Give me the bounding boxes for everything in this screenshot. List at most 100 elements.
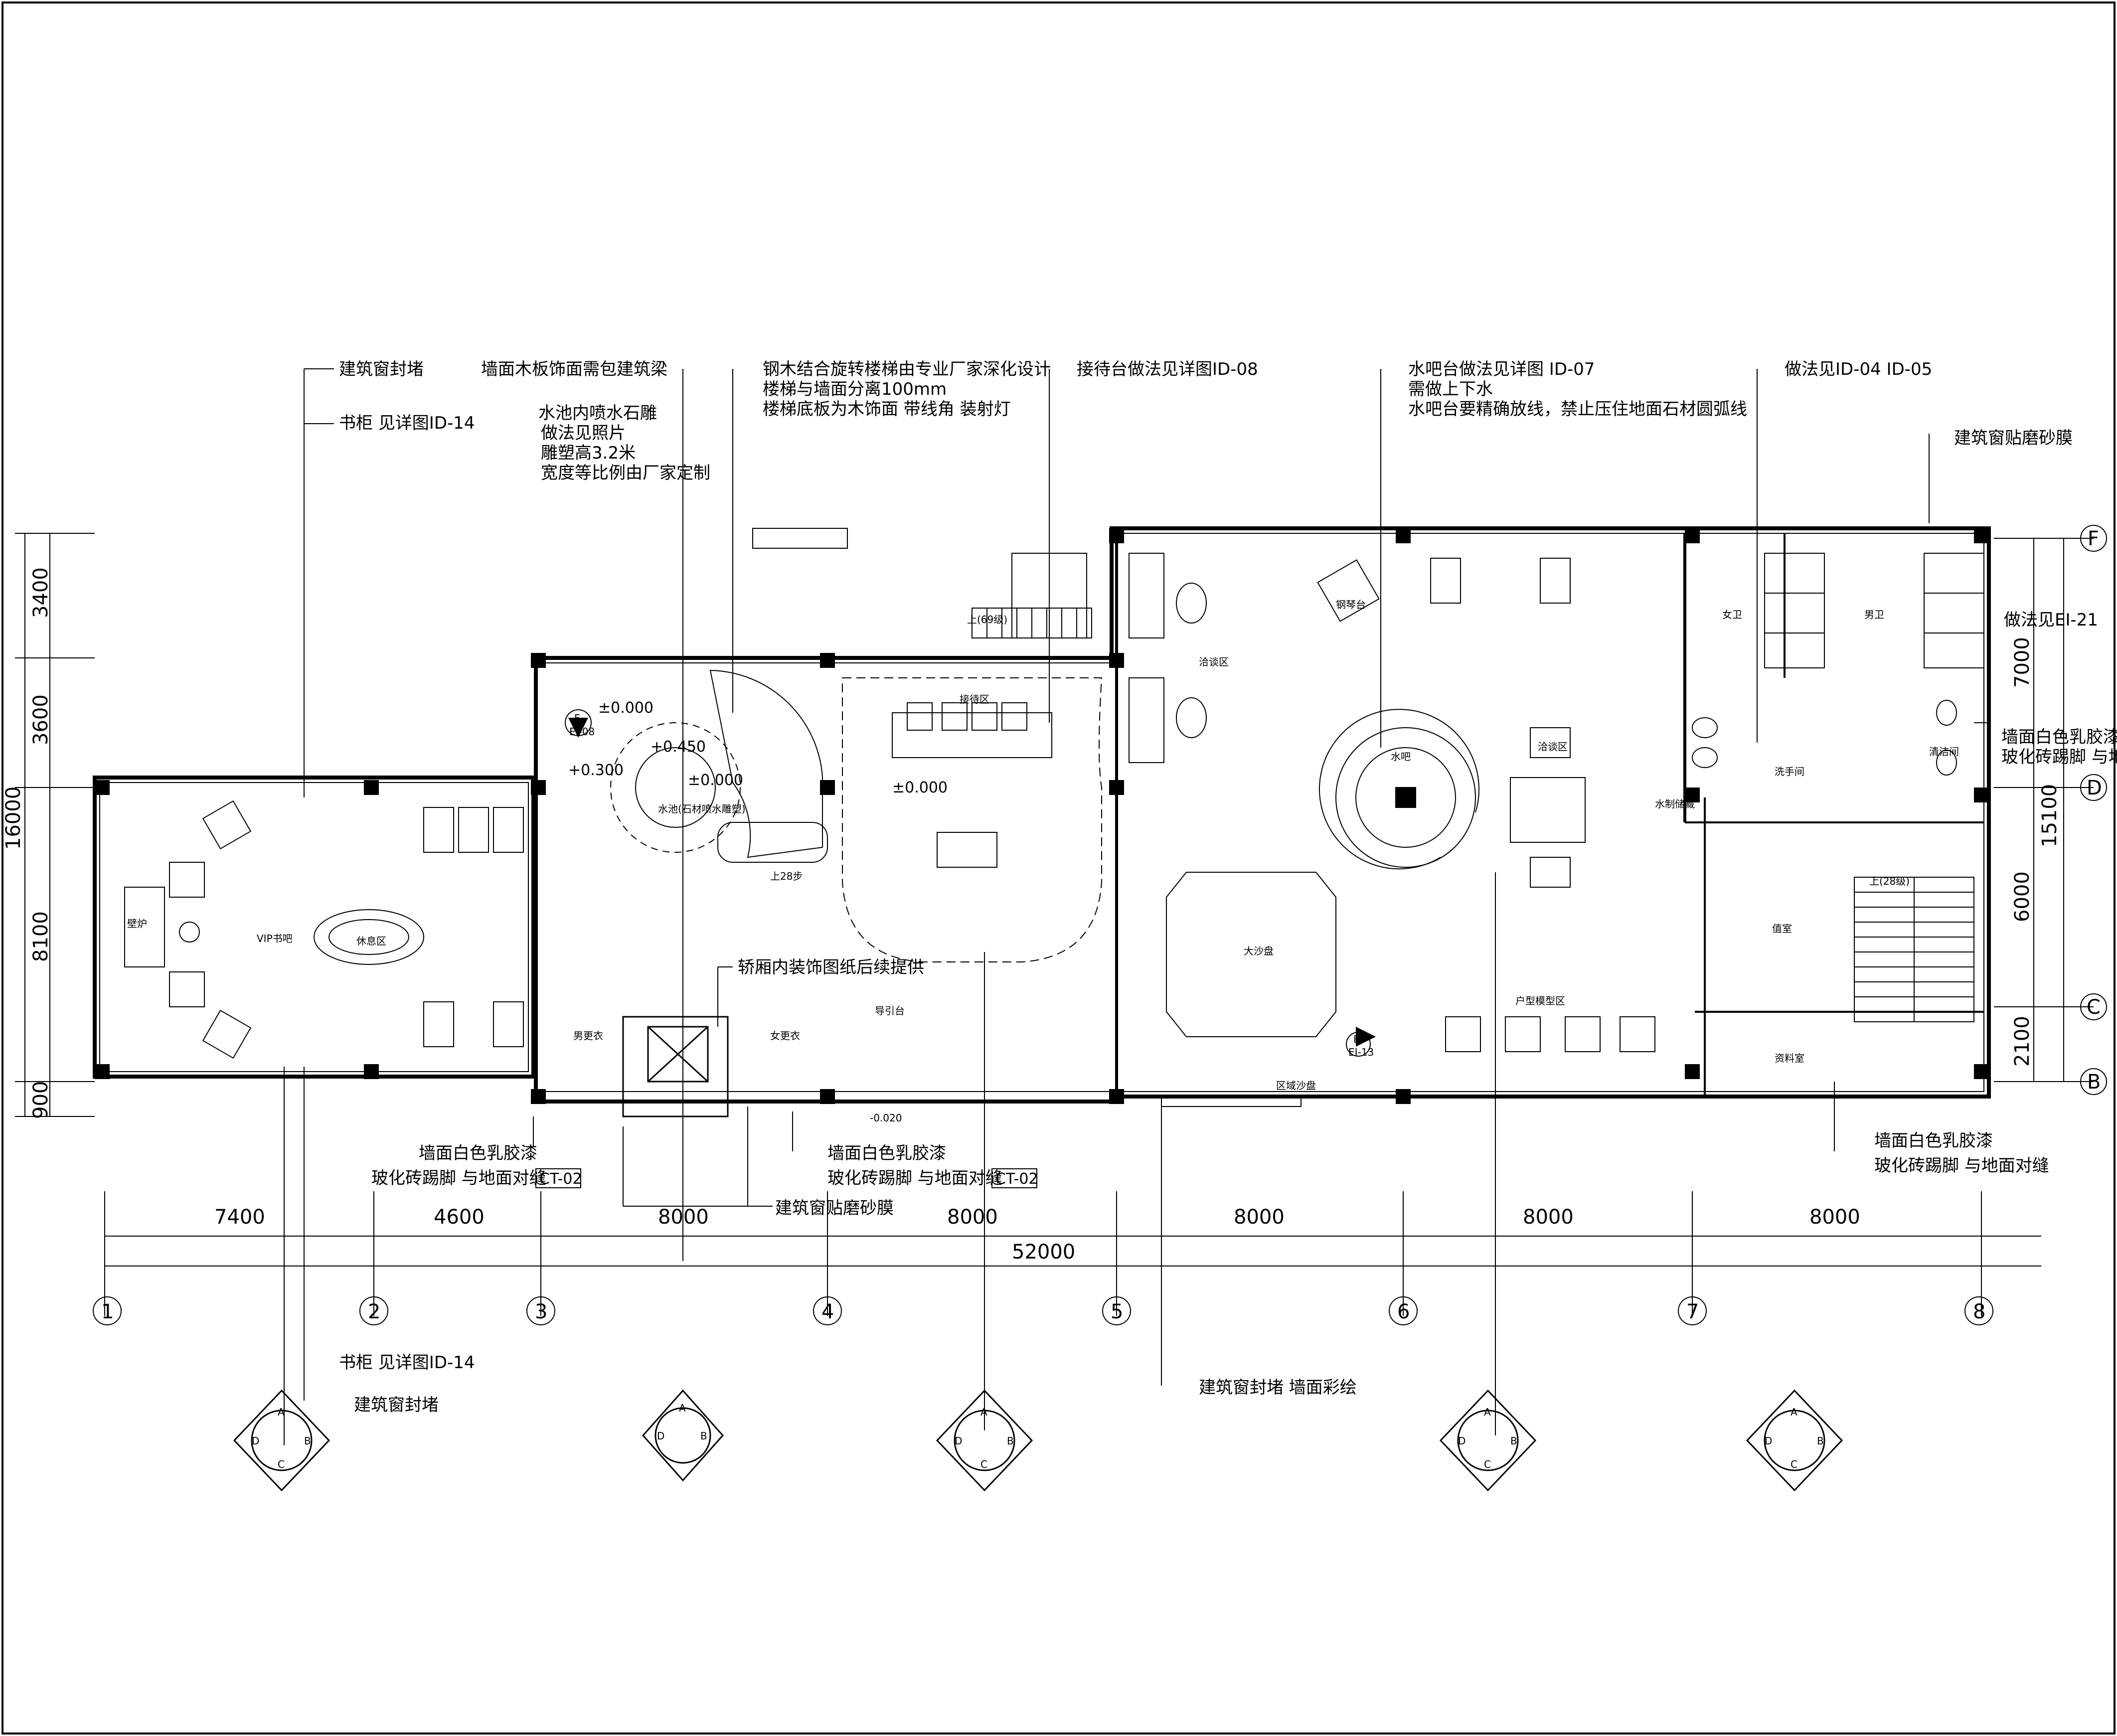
- level-mark: ±0.000: [892, 779, 948, 796]
- note-ei21: 做法见EI-21: [2004, 610, 2098, 630]
- elevator: [622, 1016, 729, 1117]
- symbol-letter: B: [700, 1430, 707, 1442]
- dim-right-part: 6000: [2011, 871, 2034, 922]
- level-mark: ±0.000: [688, 772, 743, 789]
- vip-furniture: [124, 800, 524, 1059]
- room-label: 女卫: [1722, 609, 1742, 621]
- symbol-letter: C: [278, 1458, 285, 1470]
- note-elevator-cab: 轿厢内装饰图纸后续提供: [738, 957, 924, 977]
- section-markers: F EI-08 B EI-13: [565, 709, 1376, 1058]
- axis-col-label: 2: [368, 1300, 380, 1323]
- symbol-letter: D: [1765, 1435, 1772, 1447]
- note-restroom-detail: 做法见ID-04 ID-05: [1785, 359, 1932, 379]
- symbol-letter: B: [1007, 1435, 1014, 1447]
- dim-left-part: 8100: [29, 911, 52, 962]
- axis-col-label: 5: [1111, 1300, 1123, 1323]
- note-stair-1: 钢木结合旋转楼梯由专业厂家深化设计: [763, 359, 1051, 379]
- spiral-stair: [610, 669, 828, 863]
- note-bar-2: 需做上下水: [1408, 379, 1493, 399]
- room-label: 区域沙盘: [1276, 1080, 1316, 1092]
- annotation-texts: 建筑窗封堵 书柜 见详图ID-14 墙面木板饰面需包建筑梁 水池内喷水石雕 做法…: [339, 359, 2117, 1415]
- axis-row-label: D: [2087, 777, 2102, 799]
- symbol-letter: D: [252, 1435, 259, 1447]
- note-fountain-1: 水池内喷水石雕: [538, 403, 657, 423]
- room-label: 洗手间: [1775, 766, 1804, 778]
- dim-span-3: 8000: [658, 1206, 709, 1229]
- axis-row-label: C: [2087, 996, 2101, 1019]
- note-fountain-4: 宽度等比例由厂家定制: [541, 463, 710, 483]
- dim-total: 52000: [1012, 1241, 1075, 1263]
- marker-code: EI-08: [569, 726, 595, 738]
- restroom-stairs: [972, 553, 1984, 1022]
- room-label: 上(69级): [967, 614, 1007, 626]
- room-labels: VIP书吧 休息区 水池(石材喷水雕塑) 接待区 洽谈区 钢琴台 水吧 洽谈区 …: [127, 599, 1959, 1092]
- axis-col-label: 8: [1973, 1300, 1985, 1323]
- marker-triangle: [568, 718, 588, 738]
- axis-col-label: 7: [1686, 1300, 1699, 1323]
- room-label: 钢琴台: [1336, 599, 1366, 611]
- tag-ct02-mid: CT-02: [995, 1170, 1038, 1188]
- symbol-letter: C: [1791, 1458, 1797, 1470]
- ct-tags: [535, 1168, 1037, 1188]
- axis-row-label: B: [2087, 1071, 2101, 1094]
- note-window-seal-mural: 建筑窗封堵 墙面彩绘: [1199, 1378, 1357, 1398]
- room-label: 水制储藏: [1655, 798, 1695, 810]
- dim-left-part: 3400: [29, 567, 52, 618]
- symbol-letter: A: [679, 1402, 686, 1414]
- axis-labels: 1 2 3 4 5 6 7 8 F D C B: [101, 527, 2102, 1323]
- note-wood-wall: 墙面木板饰面需包建筑梁: [481, 359, 667, 379]
- note-window-seal-bottom: 建筑窗封堵: [354, 1395, 439, 1415]
- level-mark: +0.300: [568, 762, 624, 779]
- room-label: 水池(石材喷水雕塑): [658, 803, 746, 815]
- symbol-letter: B: [1510, 1435, 1517, 1447]
- room-label: 男卫: [1864, 609, 1884, 621]
- symbol-letter: D: [955, 1435, 962, 1447]
- elevation-symbols: [233, 1389, 1843, 1492]
- room-label: VIP书吧: [257, 933, 293, 945]
- symbol-letter: A: [278, 1406, 285, 1418]
- symbol-letter: C: [1484, 1458, 1491, 1470]
- dimension-lines: [15, 533, 2094, 1316]
- dimension-texts: 7400 4600 8000 8000 8000 8000 8000 52000…: [2, 567, 2061, 1263]
- room-label: 户型模型区: [1515, 995, 1565, 1007]
- axis-col-label: 4: [821, 1300, 834, 1323]
- dim-span-5: 8000: [1234, 1206, 1285, 1229]
- room-label: 上(28级): [1869, 875, 1910, 887]
- building-outline: [93, 526, 1991, 1104]
- note-wall-paint-br: 墙面白色乳胶漆: [1874, 1131, 1993, 1151]
- symbol-letter: C: [980, 1458, 987, 1470]
- level-mark: +0.450: [651, 738, 706, 756]
- marker-letter: F: [574, 712, 580, 724]
- room-label: 上28步: [770, 870, 803, 882]
- leader-lines: [284, 368, 1989, 1445]
- symbol-letter: A: [980, 1406, 987, 1418]
- room-label: 壁炉: [127, 918, 147, 930]
- room-label: 资料室: [1775, 1052, 1804, 1064]
- note-wall-paint-right: 墙面白色乳胶漆: [2001, 727, 2117, 747]
- marker-triangle: [1356, 1027, 1376, 1047]
- note-bookcase-top: 书柜 见详图ID-14: [339, 413, 475, 433]
- note-bar-3: 水吧台要精确放线，禁止压住地面石材圆弧线: [1408, 399, 1747, 419]
- symbol-letter: A: [1484, 1406, 1491, 1418]
- dim-span-4: 8000: [947, 1206, 998, 1229]
- room-label: 休息区: [356, 935, 386, 947]
- tag-ct02-left: CT-02: [539, 1170, 582, 1188]
- axis-col-label: 6: [1397, 1300, 1410, 1323]
- room-label: 大沙盘: [1244, 945, 1274, 957]
- room-label: 导引台: [875, 1005, 905, 1017]
- dim-span-6: 8000: [1523, 1206, 1574, 1229]
- dim-span-7: 8000: [1809, 1206, 1860, 1229]
- axis-bubbles: [93, 525, 2107, 1325]
- level-marks: ±0.000 +0.450 +0.300 ±0.000 ±0.000 -0.02…: [568, 699, 948, 1124]
- room-label: 清洁间: [1929, 746, 1959, 758]
- structural-columns: [95, 528, 1989, 1104]
- symbol-letter: A: [1791, 1406, 1797, 1418]
- axis-row-label: F: [2088, 527, 2099, 550]
- note-skirting-mid: 玻化砖踢脚 与地面对缝: [827, 1168, 1002, 1188]
- marker-code: EI-13: [1348, 1046, 1374, 1058]
- room-label: 女更衣: [770, 1030, 800, 1042]
- symbol-letter: B: [304, 1435, 311, 1447]
- level-mark: -0.020: [870, 1112, 902, 1124]
- dim-span-1: 7400: [214, 1206, 265, 1229]
